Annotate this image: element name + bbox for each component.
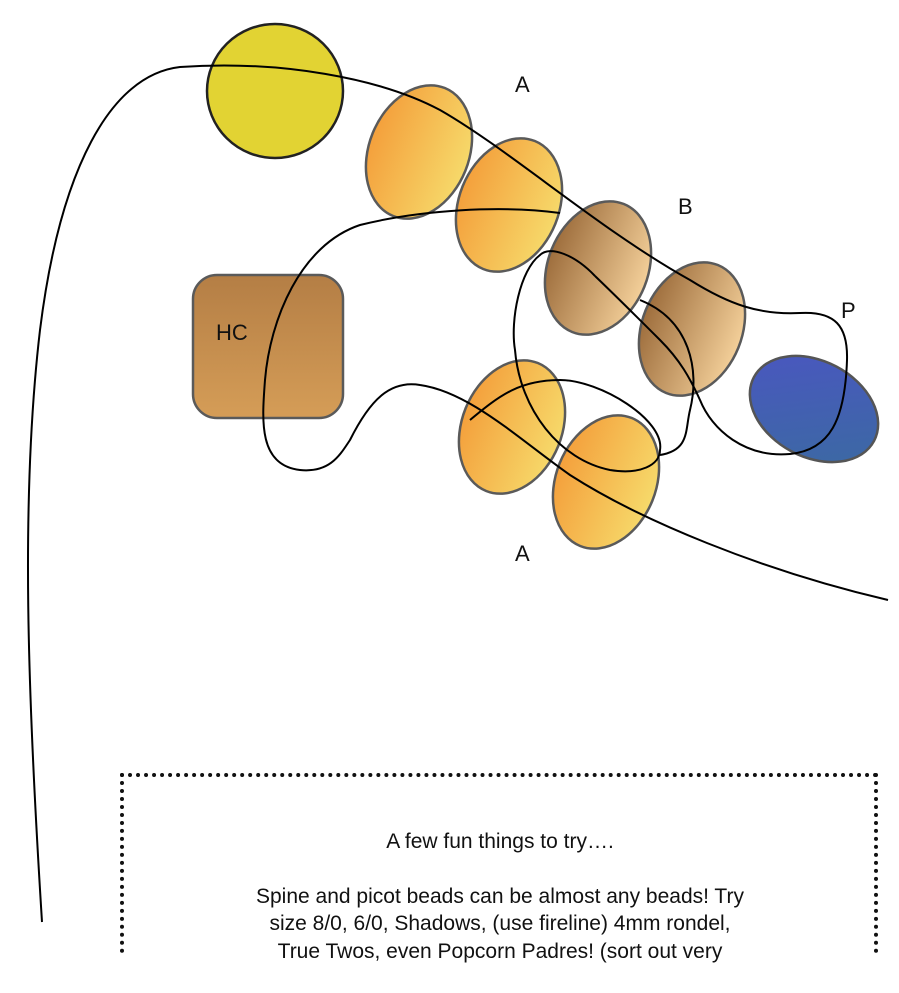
a-bead-bottom-2 bbox=[551, 414, 661, 550]
tips-body: Spine and picot beads can be almost any … bbox=[256, 884, 744, 963]
label-a-bottom: A bbox=[515, 541, 530, 566]
p-bead bbox=[748, 354, 880, 464]
tips-box bbox=[120, 773, 878, 953]
thread-hc-loop bbox=[262, 208, 889, 601]
thread-path bbox=[26, 64, 849, 923]
a-bead-top-2 bbox=[454, 137, 564, 273]
b-bead-1 bbox=[543, 200, 653, 336]
label-a-top: A bbox=[515, 72, 530, 97]
thread-outer-b bbox=[639, 299, 695, 456]
tips-text: A few fun things to try…. Spine and pico… bbox=[130, 800, 870, 993]
beading-diagram: A B P HC A bbox=[26, 22, 889, 923]
thread-loop-inner bbox=[469, 250, 662, 473]
label-b: B bbox=[678, 194, 693, 219]
label-hc: HC bbox=[216, 320, 248, 345]
a-bead-top-1 bbox=[364, 84, 474, 220]
tips-heading: A few fun things to try…. bbox=[386, 829, 614, 853]
hc-bead bbox=[191, 273, 345, 420]
yellow-bead bbox=[205, 22, 345, 160]
label-p: P bbox=[841, 298, 856, 323]
a-bead-bottom-1 bbox=[457, 359, 567, 495]
